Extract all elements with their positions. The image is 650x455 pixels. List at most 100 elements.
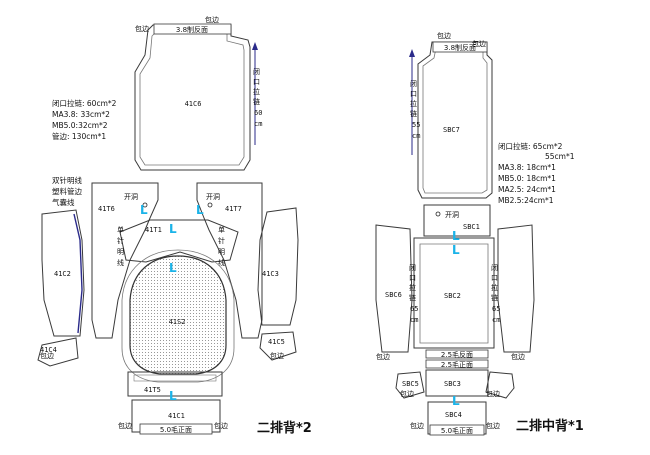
svg-text:SBC3: SBC3: [444, 380, 461, 388]
edge-label: 包边: [400, 389, 414, 398]
piece-41c1: 41C1 5.0毛正面: [131, 399, 221, 435]
svg-text:链: 链: [410, 109, 417, 118]
svg-text:拉: 拉: [409, 283, 416, 292]
svg-text:SBC5: SBC5: [402, 380, 419, 388]
svg-text:闭口拉链: 65cm*2: 闭口拉链: 65cm*2: [498, 141, 563, 151]
left-notes: 闭口拉链: 60cm*2 MA3.8: 33cm*2 MB5.0:32cm*2 …: [52, 98, 117, 141]
hole-marker: [142, 202, 148, 208]
zipper-arrow: [252, 42, 258, 145]
svg-text:41C5: 41C5: [268, 338, 285, 346]
svg-text:口: 口: [491, 274, 498, 282]
svg-text:41T6: 41T6: [98, 205, 115, 213]
svg-text:60: 60: [254, 109, 262, 117]
svg-text:针: 针: [117, 236, 124, 245]
zipper-arrow: [409, 49, 415, 155]
stitch-vertical-left: 单 针 明 线: [117, 225, 124, 267]
svg-text:SBC2: SBC2: [444, 292, 461, 300]
piece-sbc4: SBC4 5.0毛正面: [427, 401, 487, 436]
piece-41s2: 41S2: [121, 249, 235, 383]
svg-text:SBC7: SBC7: [443, 126, 460, 134]
edge-label: 包边: [511, 352, 525, 361]
svg-text:闭: 闭: [491, 264, 498, 272]
piece-sbc2: SBC2: [413, 237, 495, 349]
piece-41t7: 41T7: [196, 182, 263, 339]
edge-label: 包边: [410, 421, 424, 430]
svg-text:单: 单: [218, 225, 225, 234]
edge-label: 包边: [40, 351, 54, 360]
l-marker: L: [452, 243, 460, 257]
edge-label: 包边: [437, 31, 451, 40]
piece-41c3: 41C3: [257, 207, 299, 326]
svg-text:SBC4: SBC4: [445, 411, 462, 419]
svg-text:MA2.5: 24cm*1: MA2.5: 24cm*1: [498, 185, 556, 194]
open-hole-label: 开洞: [445, 210, 459, 219]
svg-text:明: 明: [117, 248, 124, 256]
open-hole-label: 开洞: [124, 192, 138, 201]
zipper-vertical-65-right: 闭 口 拉 链 65 cm: [491, 264, 500, 324]
svg-text:气囊线: 气囊线: [52, 197, 75, 207]
svg-text:链: 链: [253, 97, 260, 106]
svg-text:cm: cm: [412, 132, 420, 140]
l-marker: L: [196, 203, 204, 217]
svg-text:41C4: 41C4: [40, 346, 57, 354]
svg-text:MB5.0: 18cm*1: MB5.0: 18cm*1: [498, 174, 556, 183]
svg-text:MA3.8: 18cm*1: MA3.8: 18cm*1: [498, 163, 556, 172]
svg-text:链: 链: [491, 293, 498, 302]
l-marker: L: [169, 222, 177, 236]
svg-text:双针明线: 双针明线: [52, 175, 82, 185]
l-marker: L: [452, 394, 460, 408]
right-notes: 闭口拉链: 65cm*2 55cm*1 MA3.8: 18cm*1 MB5.0:…: [498, 141, 575, 205]
top-band-label: 3.8制反面: [444, 43, 476, 52]
bottom-band-label: 5.0毛正面: [160, 425, 192, 434]
piece-41t5: 41T5: [127, 371, 223, 397]
svg-text:cm: cm: [492, 316, 500, 324]
svg-text:cm: cm: [410, 316, 418, 324]
svg-text:线: 线: [218, 258, 225, 267]
svg-text:SBC1: SBC1: [463, 223, 480, 231]
piece-41c4: 41C4: [37, 337, 79, 367]
zipper-vertical-text: 闭 口 拉 链 55 cm: [410, 80, 420, 140]
svg-text:41S2: 41S2: [169, 318, 186, 326]
svg-text:41T1: 41T1: [145, 226, 162, 234]
svg-text:MB5.0:32cm*2: MB5.0:32cm*2: [52, 121, 108, 130]
top-band-label: 3.8制反面: [176, 25, 208, 34]
svg-text:明: 明: [218, 248, 225, 256]
piece-sbc1: 开洞 SBC1: [423, 204, 491, 237]
zipper-vertical-65-left: 闭 口 拉 链 65 cm: [409, 264, 418, 324]
stitch-vertical-right: 单 针 明 线: [218, 225, 225, 267]
edge-label: 包边: [205, 15, 219, 24]
edge-label: 包边: [376, 352, 390, 361]
piece-41t1: 41T1: [119, 219, 239, 263]
svg-text:41C1: 41C1: [168, 412, 185, 420]
svg-text:闭: 闭: [409, 264, 416, 272]
piece-sbc5-mirror: [485, 371, 515, 399]
svg-text:单: 单: [117, 225, 124, 234]
svg-text:管边: 130cm*1: 管边: 130cm*1: [52, 131, 106, 141]
svg-text:65: 65: [410, 305, 418, 313]
edge-label: 包边: [486, 421, 500, 430]
edge-label: 包边: [486, 389, 500, 398]
svg-text:闭口拉链: 60cm*2: 闭口拉链: 60cm*2: [52, 98, 117, 108]
edge-label: 包边: [472, 39, 486, 48]
svg-text:口: 口: [410, 90, 417, 98]
svg-text:塑料管边: 塑料管边: [52, 186, 82, 196]
piece-sbc6-mirror: [497, 224, 535, 353]
svg-text:55: 55: [412, 121, 420, 129]
l-marker: L: [452, 229, 460, 243]
l-marker: L: [140, 203, 148, 217]
hole-marker: [207, 202, 213, 208]
svg-text:口: 口: [409, 274, 416, 282]
svg-text:41C3: 41C3: [262, 270, 279, 278]
svg-text:65: 65: [492, 305, 500, 313]
svg-text:SBC6: SBC6: [385, 291, 402, 299]
l-marker: L: [169, 389, 177, 403]
svg-text:41T5: 41T5: [144, 386, 161, 394]
left-title: 二排背*2: [257, 420, 312, 436]
svg-text:口: 口: [253, 78, 260, 86]
svg-text:cm: cm: [254, 120, 262, 128]
edge-label: 包边: [118, 421, 132, 430]
edge-label: 包边: [214, 421, 228, 430]
svg-text:55cm*1: 55cm*1: [545, 152, 575, 161]
piece-sbc7: 3.8制反面 SBC7: [417, 41, 493, 199]
